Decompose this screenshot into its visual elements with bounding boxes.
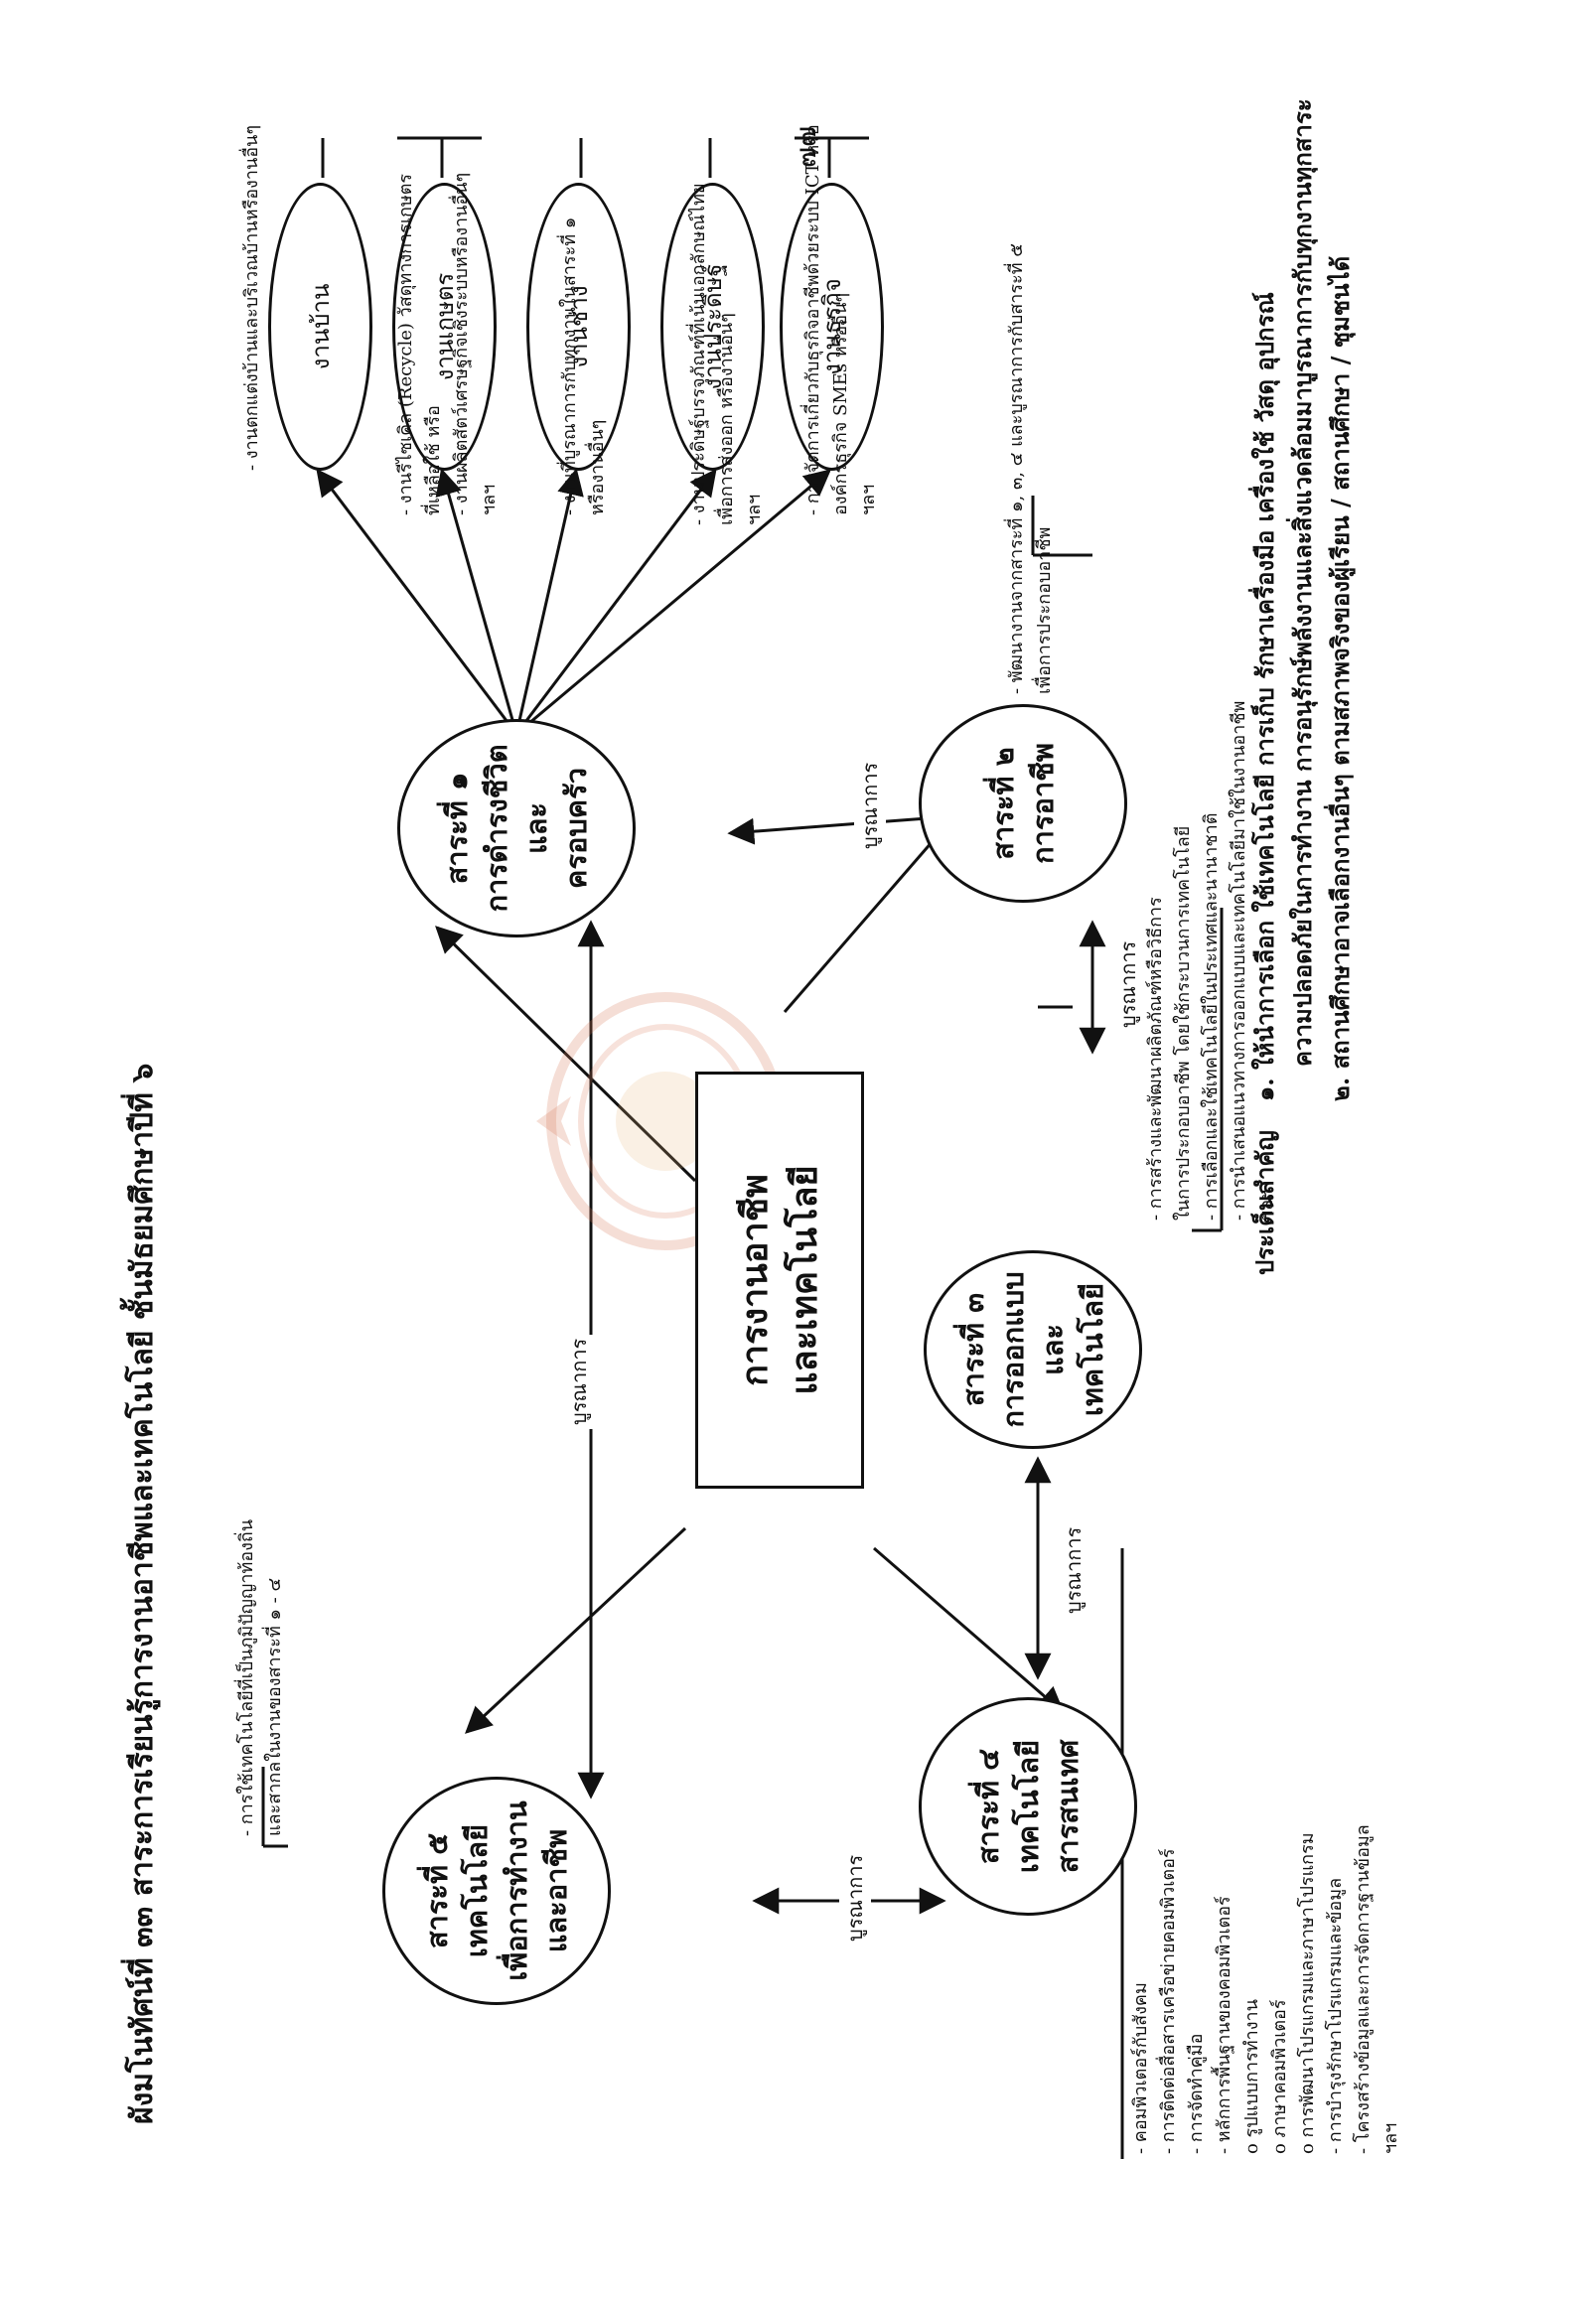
strand-s2-l1: สาระที่ ๒ [986, 747, 1020, 860]
s4-note-2: - การจัดทำคู่มือ [1186, 2033, 1207, 2154]
s5-note-0: - การใช้เทคโนโลยีที่เป็นภูมิปัญญาท้องถิ่… [236, 1518, 257, 1836]
strand-s5-l2: เทคโนโลยี [460, 1823, 494, 1958]
s3-note-1: ในการประกอบอาชีพ โดยใช้กระบวนการเทคโนโลย… [1173, 825, 1194, 1221]
integration-label-s2-s3: บูรณาการ [1112, 936, 1144, 1032]
strand-s3-l4: เทคโนโลยี [1076, 1282, 1109, 1417]
work-area-0-desc: - งานตกแต่งบ้านและบริเวณบ้านหรืองานอื่นๆ [238, 34, 266, 471]
s3-note-0: - การสร้างและพัฒนาผลิตภัณฑ์หรือวิธีการ [1145, 897, 1166, 1221]
s5-note-1: และสากลในงานของสาระที่ ๑ - ๔ [264, 1577, 285, 1836]
s4-note-1: - การติดต่อสื่อสารเครือข่ายคอมพิวเตอร์ [1158, 1848, 1179, 2154]
arrow-s1-work4 [514, 468, 717, 735]
work2-desc-0: - งานที่บูรณาการกับทุกงานในสาระที่ ๑ [559, 216, 580, 515]
strand-node-s1: สาระที่ ๑ การดำรงชีวิต และ ครอบครัว [397, 719, 636, 937]
strand-s4-l2: เทคโนโลยี [1011, 1739, 1045, 1874]
s4-note-0: - คอมพิวเตอร์กับสังคม [1130, 1982, 1151, 2154]
work-area-0-name: งานบ้าน [307, 283, 335, 370]
key-point-0: ๑. ให้นำการเลือก ใช้เทคโนโลยี การเก็บ รั… [1250, 292, 1279, 1101]
work4-desc-2: ฯลฯ [858, 484, 879, 515]
strand-s1-l3: และ [519, 801, 553, 855]
strand-node-s5: สาระที่ ๕ เทคโนโลยี เพื่อการทำงาน และอาช… [382, 1777, 611, 2005]
center-topic-line1: การงานอาชีพ [734, 1174, 776, 1386]
strand-s2-l2: การอาชีพ [1026, 743, 1060, 864]
work4-desc-0: - การจัดการเกี่ยวกับธุรกิจอาชีพด้วยระบบ … [802, 124, 823, 515]
s4-note-9: ฯลฯ [1380, 2122, 1401, 2154]
s2-note-0: - พัฒนางานจากสาระที่ ๑, ๓, ๔ และบูรณาการ… [1006, 243, 1027, 694]
work1-desc-0: - งานรีไซเคิล (Recycle) วัสดุทางการเกษตร [395, 173, 416, 515]
center-topic-box: การงานอาชีพ และเทคโนโลยี [695, 1072, 864, 1489]
strand-s4-notes: - คอมพิวเตอร์กับสังคม - การติดต่อสื่อสาร… [1127, 1824, 1405, 2154]
strand-s5-l4: และอาชีพ [539, 1828, 573, 1953]
integration-label-s4-s5: บูรณาการ [839, 1850, 871, 1945]
work-area-3-desc: - งานประดิษฐ์บรรจุภัณฑ์ที่เน้นเอกลักษณ์ไ… [685, 29, 769, 525]
work3-desc-2: ฯลฯ [744, 494, 765, 525]
work1-desc-3: ฯลฯ [479, 484, 500, 515]
work3-desc-0: - งานประดิษฐ์บรรจุภัณฑ์ที่เน้นเอกลักษณ์ไ… [688, 183, 709, 525]
key-point-2: ๒. สถานศึกษาอาจเลือกงานอื่นๆ ตามสภาพจริง… [1326, 255, 1355, 1101]
strand-s3-l3: และ [1036, 1323, 1070, 1376]
s4-note-5: o ภาษาคอมพิวเตอร์ [1269, 1999, 1290, 2154]
arrow-s1-work3 [514, 468, 584, 735]
arrow-center-s4 [873, 1546, 1066, 1714]
s3-note-2: - การเลือกและใช้เทคโนโลยีในประเทศและนานา… [1201, 812, 1222, 1221]
strand-node-s3: สาระที่ ๓ การออกแบบ และ เทคโนโลยี [924, 1250, 1142, 1449]
work-area-node-0: งานบ้าน [268, 183, 372, 471]
strand-s3-l2: การออกแบบ [996, 1271, 1030, 1428]
arrow-s1-work5 [515, 469, 832, 736]
integration-label-s1-s2: บูรณาการ [854, 758, 886, 853]
strand-node-s4: สาระที่ ๔ เทคโนโลยี สารสนเทศ [919, 1697, 1137, 1916]
strand-s5-notes: - การใช้เทคโนโลยีที่เป็นภูมิปัญญาท้องถิ่… [233, 1519, 289, 1836]
arrow-center-s5 [465, 1526, 687, 1734]
strand-s2-notes: - พัฒนางานจากสาระที่ ๑, ๓, ๔ และบูรณาการ… [1003, 243, 1059, 694]
key-points-lead: ประเด็นสำคัญ [1250, 1130, 1279, 1275]
key-points: ประเด็นสำคัญ ๑. ให้นำการเลือก ใช้เทคโนโล… [1246, 34, 1376, 1275]
work-area-1-desc: - งานรีไซเคิล (Recycle) วัสดุทางการเกษตร… [392, 29, 504, 515]
work1-desc-2: - งานผลิตสัตว์เศรษฐกิจเชิงระบบหรืองานอื่… [451, 172, 472, 515]
integration-label-s3-s4: บูรณาการ [1058, 1522, 1089, 1618]
strand-s1-l2: การดำรงชีวิต [480, 744, 513, 913]
strand-s1-l1: สาระที่ ๑ [440, 772, 474, 885]
work3-desc-1: เพื่อการส่งออก หรืองานอื่นๆ [716, 313, 737, 525]
center-topic-line2: และเทคโนโลยี [784, 1165, 825, 1395]
strand-s5-l1: สาระที่ ๕ [420, 1832, 454, 1949]
strand-s4-l3: สารสนเทศ [1051, 1739, 1085, 1874]
work4-desc-1: องค์กรธุรกิจ SMEs หรืออื่นๆ [830, 292, 851, 515]
arrow-s1-work2 [435, 468, 518, 735]
arrow-s1-work1 [316, 468, 518, 735]
strand-node-s2: สาระที่ ๒ การอาชีพ [919, 704, 1127, 903]
s4-note-4: o รูปแบบการทำงาน [1241, 1999, 1262, 2154]
s4-note-6: o การพัฒนาโปรแกรมและภาษาโปรแกรม [1297, 1832, 1318, 2154]
arrow-center-s1 [435, 926, 697, 1183]
strand-s4-l1: สาระที่ ๔ [971, 1748, 1005, 1865]
s2-note-1: เพื่อการประกอบอาชีพ [1034, 526, 1055, 694]
strand-s5-l3: เพื่อการทำงาน [500, 1800, 533, 1981]
key-point-1: ความปลอดภัยในการทำงาน การอนุรักษ์พลังงาน… [1288, 98, 1317, 1067]
work-area-4-desc: - การจัดการเกี่ยวกับธุรกิจอาชีพด้วยระบบ … [799, 29, 883, 515]
work2-desc-1: หรืองานอื่นๆ [587, 419, 608, 515]
work1-desc-1: ที่เหลือใช้ หรือ [423, 405, 444, 515]
work0-desc-0: - งานตกแต่งบ้านและบริเวณบ้านหรืองานอื่นๆ [241, 124, 262, 471]
strand-s1-l4: ครอบครัว [559, 767, 593, 890]
integration-label-s5-s1: บูรณาการ [563, 1334, 595, 1429]
strand-s3-l1: สาระที่ ๓ [956, 1292, 990, 1407]
s4-note-7: - การบำรุงรักษาโปรแกรมและข้อมูล [1325, 1877, 1346, 2154]
s4-note-3: - หลักการพื้นฐานของคอมพิวเตอร์ [1214, 1896, 1234, 2154]
work-area-2-desc: - งานที่บูรณาการกับทุกงานในสาระที่ ๑ หรื… [556, 29, 612, 515]
s4-note-8: - โครงสร้างข้อมูลและการจัดการฐานข้อมูล [1353, 1824, 1374, 2154]
